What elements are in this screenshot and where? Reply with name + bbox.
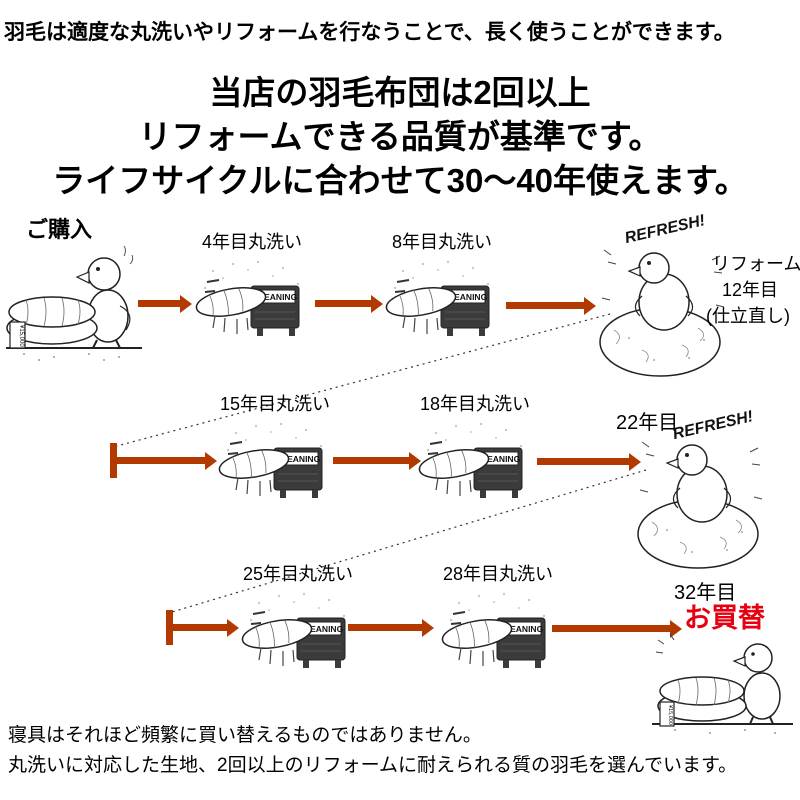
motion-lines bbox=[204, 279, 220, 293]
duck-icon bbox=[627, 252, 694, 331]
wash-step-4y: 4年目丸洗い CLEANING bbox=[190, 228, 314, 361]
wash-step-8y: 8年目丸洗い CLEANING bbox=[380, 228, 504, 361]
heading-line-1: 当店の羽毛布団は2回以上 bbox=[209, 74, 591, 111]
wash-step-label: 25年目丸洗い bbox=[242, 564, 354, 584]
spray-dots bbox=[390, 260, 490, 307]
purchase-label: ご購入 bbox=[26, 217, 93, 242]
cleaning-sign-label: CLEANING bbox=[443, 292, 488, 302]
purchase-illustration: ¥15,000 bbox=[6, 245, 142, 361]
reform-label: リフォーム bbox=[712, 254, 800, 274]
flow-arrow-r2-3 bbox=[537, 452, 641, 471]
flow-arrow-r1-1 bbox=[138, 294, 192, 313]
flow-arrow-r3-2 bbox=[348, 618, 434, 637]
wash-step-label: 8年目丸洗い bbox=[391, 232, 492, 252]
flow-arrow-r1-2 bbox=[315, 294, 383, 313]
price-tag-label: ¥15,000 bbox=[667, 705, 673, 725]
price-tag-label: ¥15,000 bbox=[18, 325, 24, 347]
washing-illustration: CLEANING bbox=[241, 592, 346, 668]
ground-speckles bbox=[674, 729, 776, 734]
top-note: 羽毛は適度な丸洗いやリフォームを行なうことで、長く使うことができます。 bbox=[4, 21, 735, 44]
reform-note-label: (仕立直し) bbox=[706, 306, 790, 326]
year-label-32: 32年目 bbox=[674, 582, 737, 604]
wash-step-25y: 25年目丸洗い CLEANING bbox=[236, 560, 360, 693]
cleaning-sign-label: CLEANING bbox=[253, 292, 298, 302]
sparkle-marks bbox=[601, 249, 725, 308]
duck-icon bbox=[75, 245, 134, 349]
water-drips bbox=[402, 315, 439, 334]
water-drips bbox=[435, 477, 472, 496]
buy-replace-label: お買替 bbox=[684, 603, 765, 633]
duck-icon bbox=[732, 643, 781, 725]
wash-step-label: 18年目丸洗い bbox=[419, 394, 531, 414]
cleaning-sign-label: CLEANING bbox=[299, 624, 344, 634]
futon-icon bbox=[385, 287, 457, 317]
motion-lines bbox=[427, 441, 443, 455]
refresh-label: REFRESH! bbox=[671, 408, 755, 443]
timeline-start-tick-r3 bbox=[166, 610, 173, 645]
wash-step-label: 15年目丸洗い bbox=[219, 394, 331, 414]
futon-icon bbox=[441, 619, 513, 649]
duck-icon bbox=[665, 444, 732, 523]
flow-arrow-r2-2 bbox=[333, 451, 421, 470]
futon-icon bbox=[195, 287, 267, 317]
price-tag: ¥15,000 bbox=[9, 321, 26, 349]
futon-stack-icon bbox=[6, 296, 98, 345]
flow-arrow-r1-3 bbox=[506, 296, 596, 315]
wash-step-label: 4年目丸洗い bbox=[201, 232, 302, 252]
wash-step-label: 28年目丸洗い bbox=[442, 564, 554, 584]
sparkle-marks bbox=[639, 441, 763, 500]
water-drips bbox=[458, 647, 495, 666]
reform-illustration-12y: REFRESH! bbox=[599, 212, 725, 377]
price-tag: ¥15,000 bbox=[659, 701, 675, 727]
wash-step-18y: 18年目丸洗い CLEANING bbox=[413, 390, 537, 523]
cleaning-sign-label: CLEANING bbox=[276, 454, 321, 464]
sparkle-marks bbox=[655, 633, 675, 654]
reform-year-label: 12年目 bbox=[722, 280, 779, 300]
water-drips bbox=[258, 647, 295, 666]
bottom-note-2: 丸洗いに対応した生地、2回以上のリフォームに耐えられる質の羽毛を選んでいます。 bbox=[8, 755, 738, 776]
wash-step-15y: 15年目丸洗い CLEANING bbox=[213, 390, 337, 523]
futon-icon bbox=[241, 619, 313, 649]
futon-stack-icon bbox=[657, 676, 747, 722]
flow-arrow-r2-1 bbox=[117, 451, 217, 470]
washing-illustration: CLEANING bbox=[195, 260, 300, 336]
water-drips bbox=[212, 315, 249, 334]
year-label-22: 22年目 bbox=[616, 412, 679, 434]
ground-speckles bbox=[23, 353, 120, 361]
wash-step-28y: 28年目丸洗い CLEANING bbox=[436, 560, 560, 693]
replace-illustration: ¥15,000 bbox=[652, 633, 793, 734]
cleaning-sign-label: CLEANING bbox=[476, 454, 521, 464]
washing-illustration: CLEANING bbox=[418, 422, 523, 498]
timeline-start-tick-r2 bbox=[110, 443, 117, 478]
washing-illustration: CLEANING bbox=[441, 592, 546, 668]
motion-lines bbox=[450, 611, 466, 625]
washing-illustration: CLEANING bbox=[385, 260, 490, 336]
reform-illustration-22y: REFRESH! bbox=[637, 408, 763, 569]
cleaning-sign-label: CLEANING bbox=[499, 624, 544, 634]
motion-lines bbox=[394, 279, 410, 293]
washing-illustration: CLEANING bbox=[218, 422, 323, 498]
heading-line-3: ライフサイクルに合わせて30〜40年使えます。 bbox=[52, 162, 748, 199]
futon-icon bbox=[218, 449, 290, 479]
motion-lines bbox=[227, 441, 243, 455]
bottom-note-1: 寝具はそれほど頻繁に買い替えるものではありません。 bbox=[8, 725, 482, 746]
water-drips bbox=[235, 477, 272, 496]
flow-arrow-r3-1 bbox=[173, 618, 239, 637]
flow-arrow-r3-3 bbox=[552, 619, 682, 638]
futon-icon bbox=[418, 449, 490, 479]
refresh-label: REFRESH! bbox=[623, 212, 707, 247]
motion-lines bbox=[250, 611, 266, 625]
heading-line-2: リフォームできる品質が基準です。 bbox=[138, 118, 662, 155]
